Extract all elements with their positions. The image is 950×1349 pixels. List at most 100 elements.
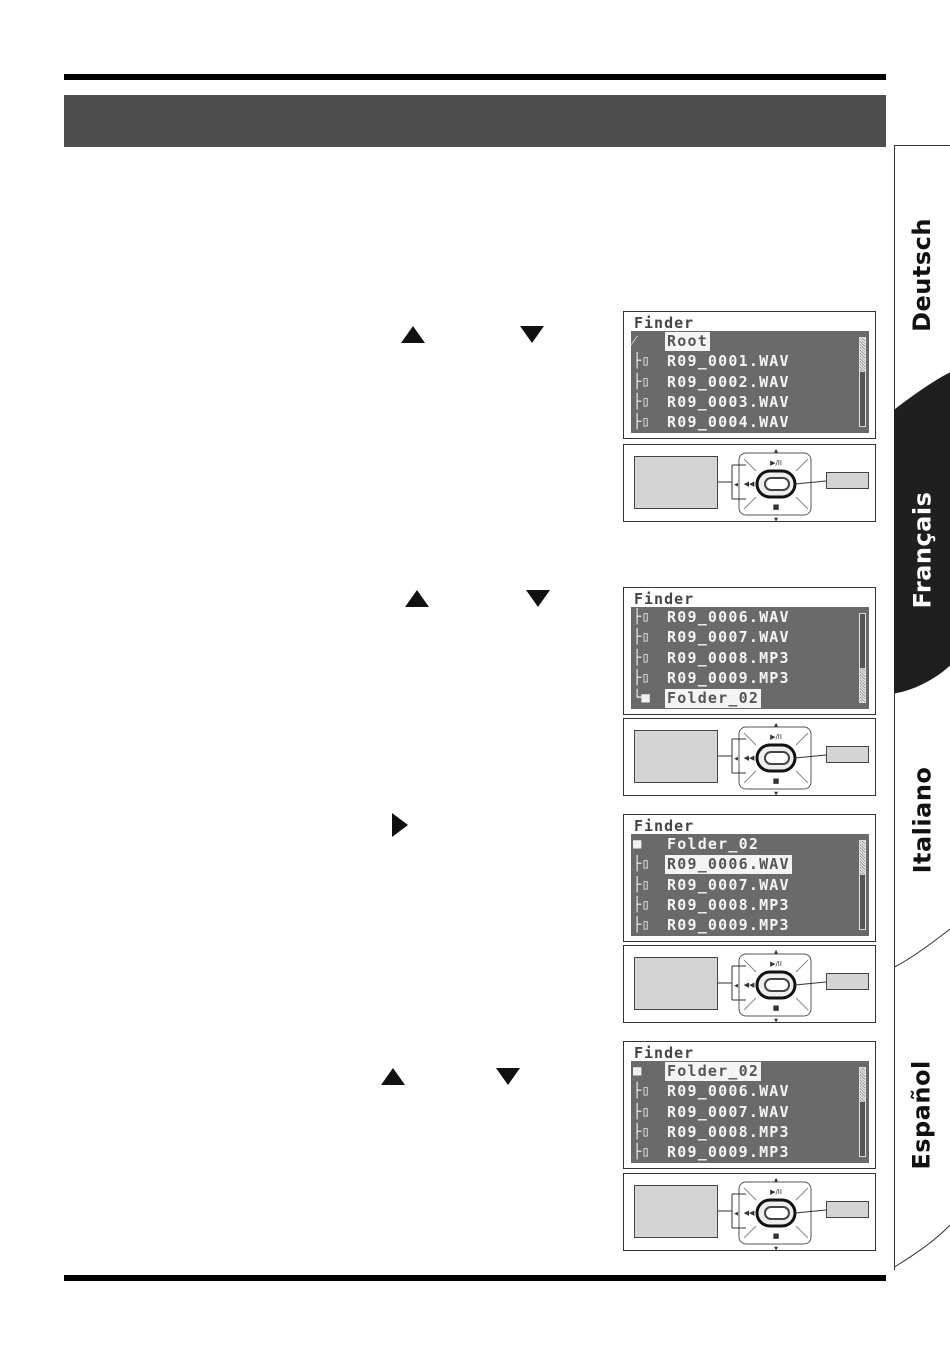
language-tab-strip [894, 145, 950, 1270]
finder-row-label: R09_0007.WAV [667, 628, 790, 647]
folder-icon: └■ [633, 690, 650, 707]
finder-screen-1: Finder⁄Root├▯R09_0001.WAV├▯R09_0002.WAV├… [623, 311, 876, 439]
cursor-pad-diagram: ▶/II◀◀■▲▼◀ [718, 722, 827, 797]
finder-scrollbar[interactable] [859, 613, 866, 703]
finder-row-label: R09_0003.WAV [667, 392, 790, 411]
down-arrow-icon [526, 590, 550, 607]
up-icon: ▲ [774, 448, 778, 454]
up-icon: ▲ [774, 1177, 778, 1183]
finder-row[interactable]: ├▯R09_0007.WAV [631, 1103, 856, 1123]
tab-italiano[interactable]: Italiano [894, 700, 950, 940]
finder-row-label: Folder_02 [667, 835, 760, 853]
finder-row[interactable]: ├▯ R09_0008.MP3 [631, 896, 856, 916]
controller-diagram-2: ▶/II◀◀■▲▼◀ [623, 718, 876, 797]
callout-box-small [826, 472, 869, 489]
finder-row[interactable]: ├▯R09_0006.WAV [631, 1082, 856, 1102]
section-header-bar [64, 95, 886, 147]
callout-box-small [826, 1201, 869, 1218]
up-icon: ▲ [774, 722, 778, 728]
finder-file-list: ■Folder_02├▯R09_0006.WAV├▯R09_0007.WAV├▯… [631, 834, 869, 936]
finder-screen-3: Finder■Folder_02├▯R09_0006.WAV├▯R09_0007… [623, 814, 876, 942]
file-locked-icon: ├▯ [633, 373, 650, 390]
finder-row-label: R09_0009.MP3 [667, 668, 790, 687]
finder-row[interactable]: ⁄Root [631, 332, 856, 352]
finder-file-list: ├▯R09_0006.WAV├▯R09_0007.WAV├▯R09_0008.M… [631, 607, 869, 709]
finder-row-label: R09_0008.MP3 [667, 895, 790, 914]
down-icon: ▼ [774, 791, 778, 797]
stop-icon: ■ [773, 777, 780, 785]
file-icon: ├▯ [633, 669, 650, 686]
finder-title: Finder [634, 590, 695, 608]
callout-box [634, 957, 718, 1010]
tab-italiano-label: Italiano [908, 766, 937, 874]
finder-row-label: R09_0006.WAV [667, 608, 790, 626]
finder-scrollbar[interactable] [859, 840, 866, 930]
file-icon: ├▯ [633, 629, 650, 646]
rewind-icon: ◀◀ [744, 981, 755, 989]
finder-scrollbar[interactable] [859, 337, 866, 427]
finder-row-label: R09_0008.MP3 [667, 648, 790, 667]
file-icon: ├▯ [633, 414, 650, 431]
file-icon: ├▯ [633, 856, 650, 873]
bottom-rule [64, 1275, 886, 1281]
play-pause-icon: ▶/II [770, 733, 782, 741]
controller-diagram-4: ▶/II◀◀■▲▼◀ [623, 1173, 876, 1252]
finder-row[interactable]: ├▯R09_0006.WAV [631, 855, 856, 875]
finder-row[interactable]: ├▯ R09_0007.WAV [631, 628, 856, 648]
controller-diagram-1: ▶/II◀◀■▲▼◀ [623, 444, 876, 523]
finder-row[interactable]: ■Folder_02 [631, 1062, 856, 1082]
tab-francais[interactable]: Français [894, 420, 950, 680]
play-pause-icon: ▶/II [770, 1188, 782, 1196]
top-rule [64, 74, 886, 80]
finder-row[interactable]: ├▯ R09_0009.MP3 [631, 669, 856, 689]
finder-scrollbar-thumb[interactable] [860, 668, 865, 702]
tab-francais-label: Français [908, 491, 937, 609]
finder-row[interactable]: ├▯R09_0003.WAV [631, 393, 856, 413]
finder-row[interactable]: ├▯R09_0002.WAV [631, 373, 856, 393]
down-icon: ▼ [774, 1018, 778, 1024]
finder-title: Finder [634, 314, 695, 332]
finder-scrollbar-thumb[interactable] [860, 1068, 865, 1102]
tab-deutsch[interactable]: Deutsch [894, 150, 950, 400]
finder-row[interactable]: ├▯ R09_0009.MP3 [631, 1143, 856, 1163]
finder-title: Finder [634, 817, 695, 835]
cursor-pad-diagram: ▶/II◀◀■▲▼◀ [718, 949, 827, 1024]
callout-box [634, 730, 718, 783]
left-icon: ◀ [734, 983, 738, 989]
callout-box [634, 1185, 718, 1238]
file-icon: ├▯ [633, 896, 650, 913]
file-locked-icon: ├▯ [633, 649, 650, 666]
rewind-icon: ◀◀ [744, 754, 755, 762]
finder-row[interactable]: └■ Folder_02 [631, 689, 856, 709]
folder-icon: ■ [633, 1063, 642, 1079]
up-arrow-icon [405, 590, 429, 607]
callout-box-small [826, 973, 869, 990]
finder-row-label: R09_0009.MP3 [667, 1143, 790, 1162]
finder-row-label: R09_0008.MP3 [667, 1122, 790, 1141]
finder-row[interactable]: ├▯ R09_0004.WAV [631, 413, 856, 433]
down-arrow-icon [520, 326, 544, 343]
finder-row-label: Folder_02 [665, 689, 762, 709]
left-icon: ◀ [734, 1211, 738, 1217]
finder-row[interactable]: ■Folder_02 [631, 835, 856, 855]
finder-file-list: ⁄Root├▯R09_0001.WAV├▯R09_0002.WAV├▯R09_0… [631, 331, 869, 433]
finder-row[interactable]: ├▯R09_0007.WAV [631, 876, 856, 896]
finder-scrollbar-thumb[interactable] [860, 841, 865, 875]
up-icon: ▲ [774, 949, 778, 955]
file-locked-icon: ├▯ [633, 1144, 650, 1161]
finder-file-list: ■Folder_02├▯R09_0006.WAV├▯R09_0007.WAV├▯… [631, 1061, 869, 1163]
cursor-pad-diagram: ▶/II◀◀■▲▼◀ [718, 1177, 827, 1252]
finder-screen-2: Finder├▯R09_0006.WAV├▯R09_0007.WAV├▯R09_… [623, 587, 876, 715]
finder-scrollbar-thumb[interactable] [860, 338, 865, 372]
finder-row[interactable]: ├▯ R09_0008.MP3 [631, 1123, 856, 1143]
finder-row[interactable]: ├▯R09_0006.WAV [631, 608, 856, 628]
up-arrow-icon [401, 326, 425, 343]
finder-row[interactable]: ├▯R09_0009.MP3 [631, 916, 856, 936]
finder-row-label: R09_0009.MP3 [667, 916, 790, 935]
file-icon: ├▯ [633, 1123, 650, 1140]
finder-scrollbar[interactable] [859, 1067, 866, 1157]
finder-row[interactable]: ├▯ R09_0008.MP3 [631, 649, 856, 669]
tab-espanol[interactable]: Español [894, 985, 950, 1245]
finder-row-label: R09_0004.WAV [667, 413, 790, 432]
finder-row[interactable]: ├▯R09_0001.WAV [631, 352, 856, 372]
